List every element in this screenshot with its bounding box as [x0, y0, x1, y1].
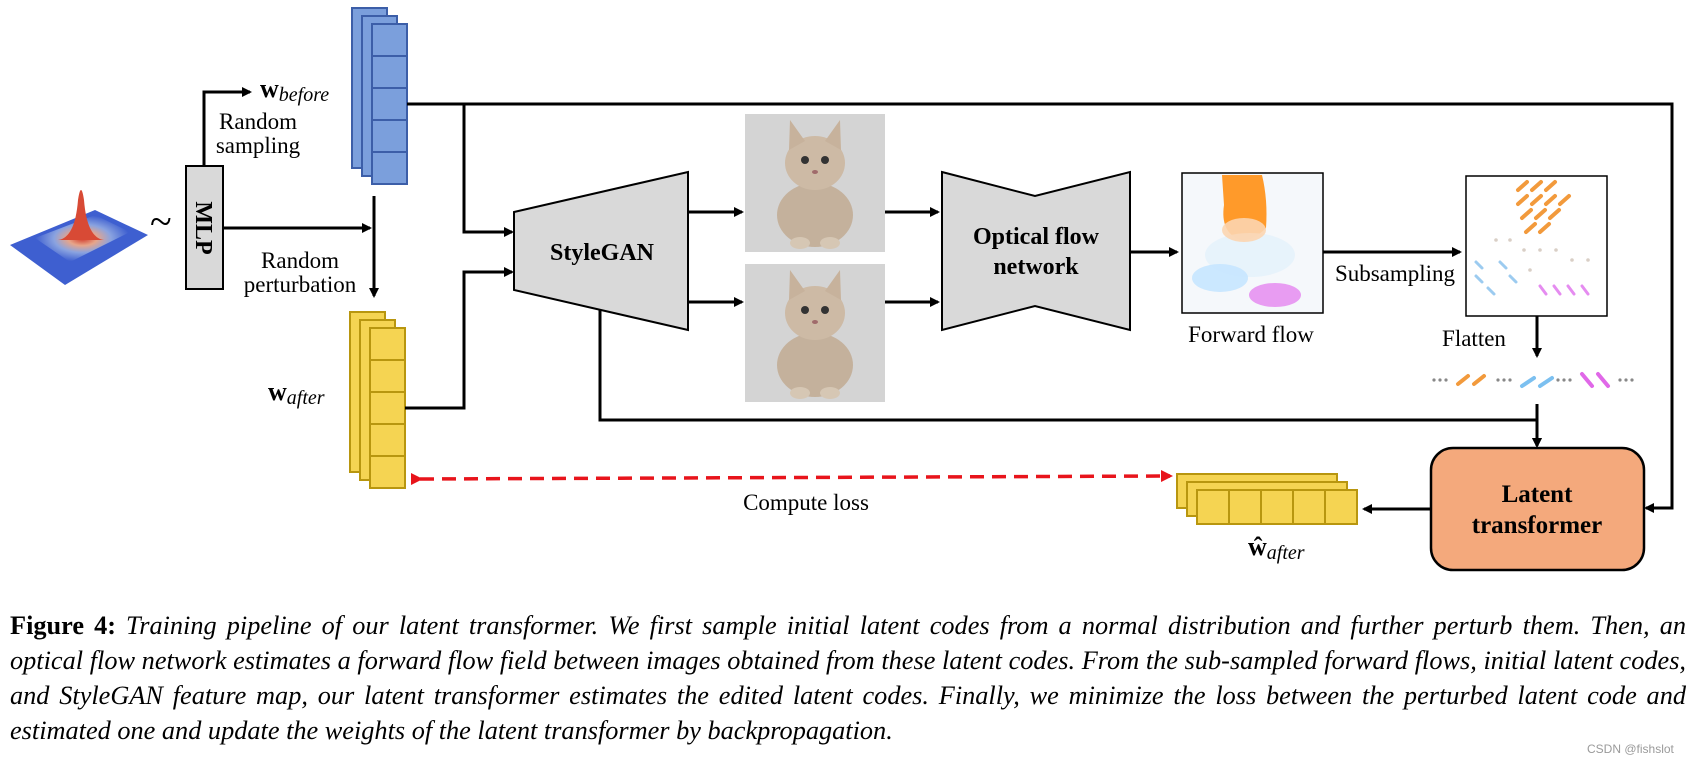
- watermark: CSDN @fishslot: [1587, 742, 1674, 756]
- w-after-label: wafter: [268, 377, 325, 409]
- optical-flow-label-1: Optical flow: [973, 224, 1100, 250]
- random-perturbation-label-2: perturbation: [244, 272, 357, 297]
- stylegan-label: StyleGAN: [550, 240, 655, 266]
- figure-caption-text: Training pipeline of our latent transfor…: [10, 611, 1686, 745]
- forward-flow-image: [1181, 172, 1324, 314]
- w-hat-after-latent-stack: [1176, 473, 1358, 525]
- figure-label: Figure 4:: [10, 611, 117, 640]
- pipeline-diagram: ~ MLP wbefore Random sampling Random per…: [10, 7, 1674, 572]
- w-hat-after-subscript: after: [1267, 542, 1305, 564]
- arrow-wbefore-to-stylegan: [407, 102, 514, 237]
- random-sampling-label-2: sampling: [216, 133, 301, 158]
- optical-flow-network-block: Optical flow network: [941, 170, 1131, 332]
- w-before-label: wbefore: [260, 74, 329, 106]
- subsampled-flow-image: [1465, 175, 1608, 317]
- flatten-label: Flatten: [1442, 326, 1506, 351]
- generated-image-after: [745, 264, 885, 402]
- w-before-latent-stack: [351, 7, 408, 185]
- arrow-wafter-to-stylegan: [405, 267, 514, 410]
- optical-flow-label-2: network: [993, 254, 1079, 280]
- w-hat-after-base: ŵ: [1248, 532, 1267, 561]
- w-before-subscript: before: [279, 84, 329, 106]
- flattened-flow-vector: [1432, 372, 1634, 388]
- mlp-block: MLP: [185, 165, 224, 290]
- latent-transformer-block: Latent transformer: [1429, 446, 1646, 572]
- w-after-latent-stack: [349, 311, 406, 489]
- w-after-base: w: [268, 377, 287, 406]
- random-perturbation-label-1: Random: [261, 248, 339, 273]
- w-before-base: w: [260, 74, 279, 103]
- arrow-wbefore-to-transformer: [464, 102, 1674, 513]
- compute-loss-arrow: [410, 470, 1173, 486]
- figure-caption: Figure 4:Training pipeline of our latent…: [10, 608, 1686, 748]
- subsampling-label: Subsampling: [1335, 261, 1456, 286]
- latent-transformer-label-1: Latent: [1502, 481, 1574, 508]
- compute-loss-label: Compute loss: [743, 490, 869, 515]
- gaussian-distribution-icon: [10, 190, 148, 285]
- w-after-subscript: after: [287, 387, 325, 409]
- forward-flow-label: Forward flow: [1188, 322, 1314, 347]
- arrow-stylegan-features-to-transformer: [598, 310, 1542, 448]
- w-hat-after-label: ŵafter: [1248, 532, 1305, 564]
- latent-transformer-label-2: transformer: [1472, 512, 1603, 539]
- random-sampling-label-1: Random: [219, 109, 297, 134]
- mlp-label: MLP: [190, 201, 216, 254]
- arrow-mlp-to-wbefore: [202, 87, 252, 166]
- tilde-symbol: ~: [150, 199, 172, 244]
- generated-image-before: [745, 114, 885, 252]
- stylegan-block: StyleGAN: [513, 170, 689, 332]
